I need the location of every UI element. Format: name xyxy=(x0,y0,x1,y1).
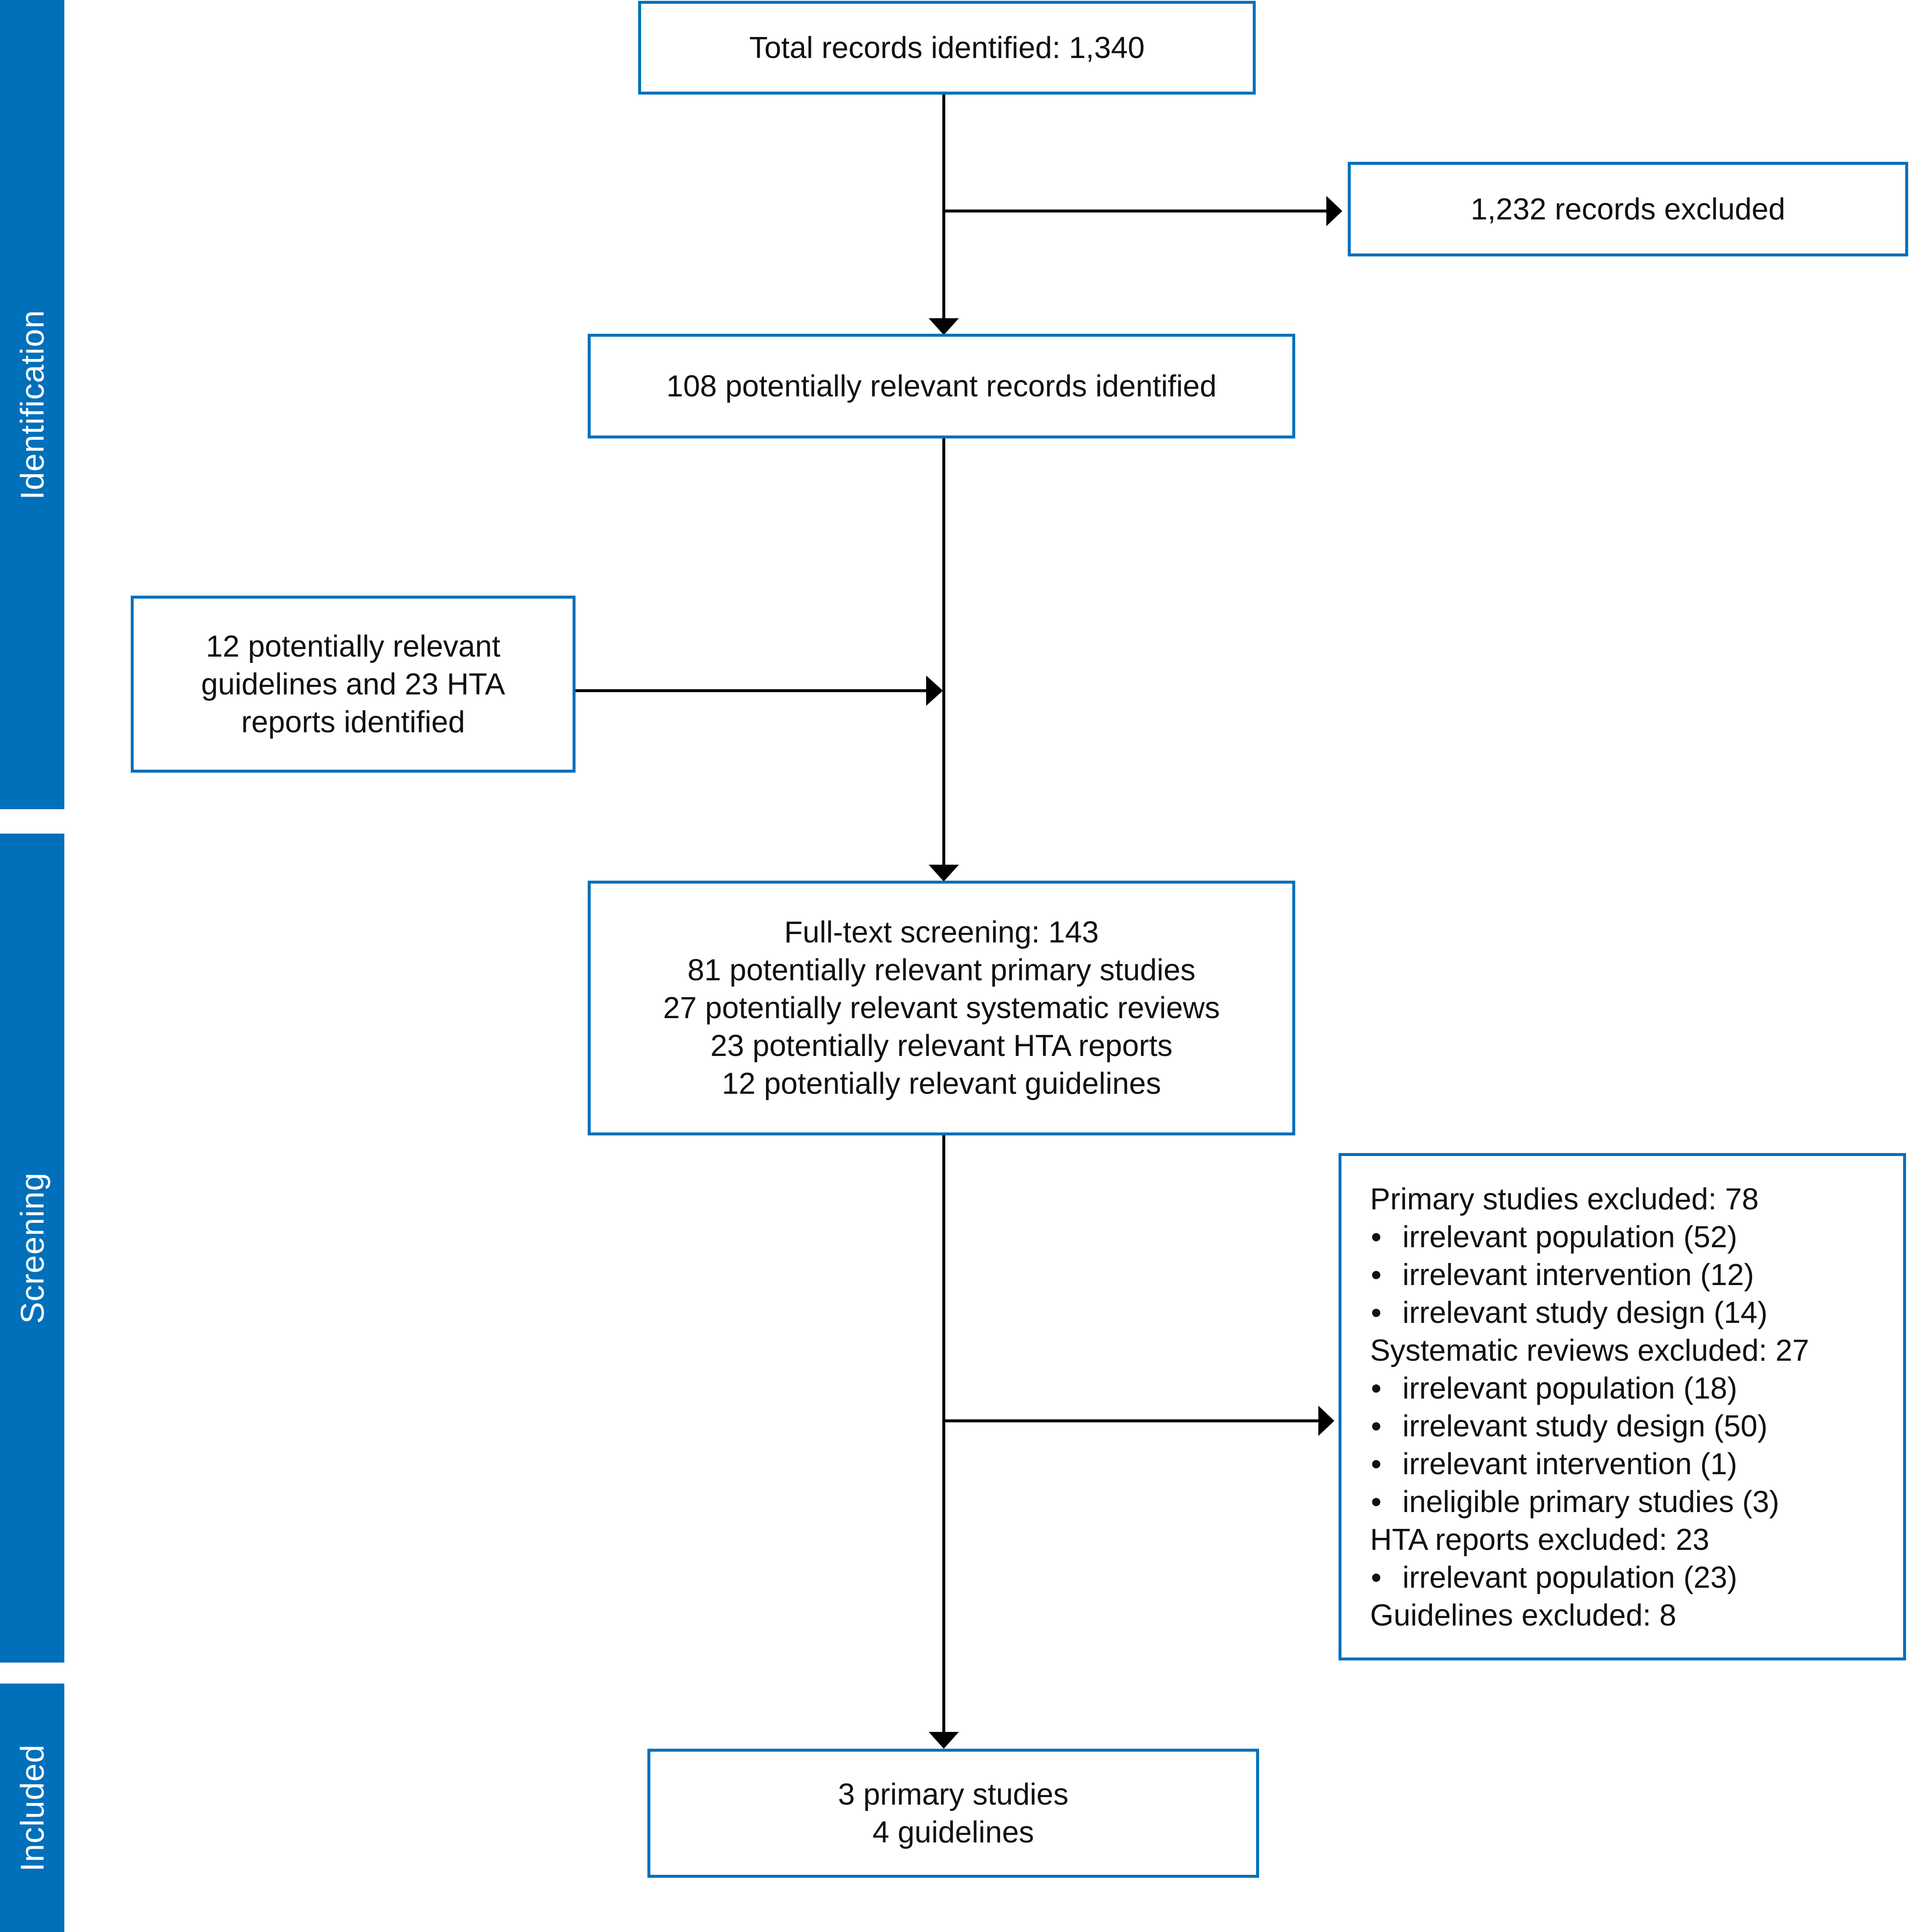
bullet-icon: • xyxy=(1371,1296,1382,1330)
box-fulltext-line-2: 81 potentially relevant primary studies xyxy=(687,953,1196,987)
box-relevant-records-text: 108 potentially relevant records identif… xyxy=(666,369,1217,403)
exclusion-reason-item: • irrelevant study design (14) xyxy=(1370,1294,1767,1332)
exclusion-reason-item: • irrelevant population (18) xyxy=(1370,1370,1737,1407)
exclusion-reason-item: • ineligible primary studies (3) xyxy=(1370,1483,1779,1521)
box-included: 3 primary studies 4 guidelines xyxy=(647,1749,1259,1878)
exclusion-reason-item: • irrelevant population (52) xyxy=(1370,1218,1737,1256)
box-fulltext-line-5: 12 potentially relevant guidelines xyxy=(722,1067,1161,1101)
box-additional-line-3: reports identified xyxy=(241,705,465,739)
box-relevant-records: 108 potentially relevant records identif… xyxy=(588,334,1295,438)
box-fulltext-line-1: Full-text screening: 143 xyxy=(784,916,1099,949)
exclusion-reason-text: irrelevant population (18) xyxy=(1402,1372,1737,1405)
exclusion-reason-item: • irrelevant population (23) xyxy=(1370,1559,1737,1597)
phase-bar-screening: Screening xyxy=(0,834,64,1663)
box-included-line-1: 3 primary studies xyxy=(838,1777,1069,1811)
box-fulltext-line-4: 23 potentially relevant HTA reports xyxy=(710,1029,1173,1063)
arrowhead-included xyxy=(929,1732,959,1749)
box-excluded-records: 1,232 records excluded xyxy=(1348,162,1908,256)
bullet-icon: • xyxy=(1371,1485,1382,1519)
box-additional-line-1: 12 potentially relevant xyxy=(206,629,501,663)
exclusion-reason-text: irrelevant study design (14) xyxy=(1402,1296,1768,1330)
exclusion-reason-text: irrelevant intervention (12) xyxy=(1402,1258,1754,1292)
bullet-icon: • xyxy=(1371,1220,1382,1254)
exclusion-group-heading: Guidelines excluded: 8 xyxy=(1370,1599,1677,1632)
exclusion-group-heading: Systematic reviews excluded: 27 xyxy=(1370,1334,1809,1367)
exclusion-reason-item: • irrelevant intervention (12) xyxy=(1370,1256,1754,1294)
bullet-icon: • xyxy=(1371,1447,1382,1481)
exclusion-reason-text: ineligible primary studies (3) xyxy=(1402,1485,1780,1519)
exclusion-reason-text: irrelevant study design (50) xyxy=(1402,1409,1768,1443)
box-total-records-text: Total records identified: 1,340 xyxy=(749,31,1145,65)
box-additional-line-2: guidelines and 23 HTA xyxy=(201,667,505,701)
exclusion-reason-item: • irrelevant study design (50) xyxy=(1370,1407,1767,1445)
box-total-records: Total records identified: 1,340 xyxy=(638,1,1256,95)
bullet-icon: • xyxy=(1371,1409,1382,1443)
exclusion-group-heading: Primary studies excluded: 78 xyxy=(1370,1182,1759,1216)
bullet-icon: • xyxy=(1371,1561,1382,1594)
box-additional-records: 12 potentially relevant guidelines and 2… xyxy=(131,596,576,773)
exclusion-reason-item: • irrelevant intervention (1) xyxy=(1370,1445,1737,1483)
box-fulltext-line-3: 27 potentially relevant systematic revie… xyxy=(663,991,1220,1025)
phase-bar-identification: Identification xyxy=(0,0,64,809)
arrowhead-exclusions xyxy=(1318,1406,1334,1436)
bullet-icon: • xyxy=(1371,1372,1382,1405)
exclusion-reason-text: irrelevant population (23) xyxy=(1402,1561,1737,1594)
arrowhead-additional xyxy=(926,676,943,706)
arrowhead-fulltext xyxy=(929,865,959,882)
box-exclusions: Primary studies excluded: 78 • irrelevant … xyxy=(1339,1153,1906,1660)
phase-bar-included: Included xyxy=(0,1684,64,1932)
exclusion-reason-text: irrelevant population (52) xyxy=(1402,1220,1737,1254)
box-excluded-records-text: 1,232 records excluded xyxy=(1471,192,1785,226)
box-included-line-2: 4 guidelines xyxy=(872,1815,1034,1849)
arrowhead-relevant xyxy=(929,318,959,335)
bullet-icon: • xyxy=(1371,1258,1382,1292)
arrowhead-excluded-records xyxy=(1326,196,1342,226)
exclusion-reason-text: irrelevant intervention (1) xyxy=(1402,1447,1737,1481)
exclusion-group-heading: HTA reports excluded: 23 xyxy=(1370,1523,1710,1557)
box-fulltext-screening: Full-text screening: 143 81 potentially … xyxy=(588,881,1295,1135)
